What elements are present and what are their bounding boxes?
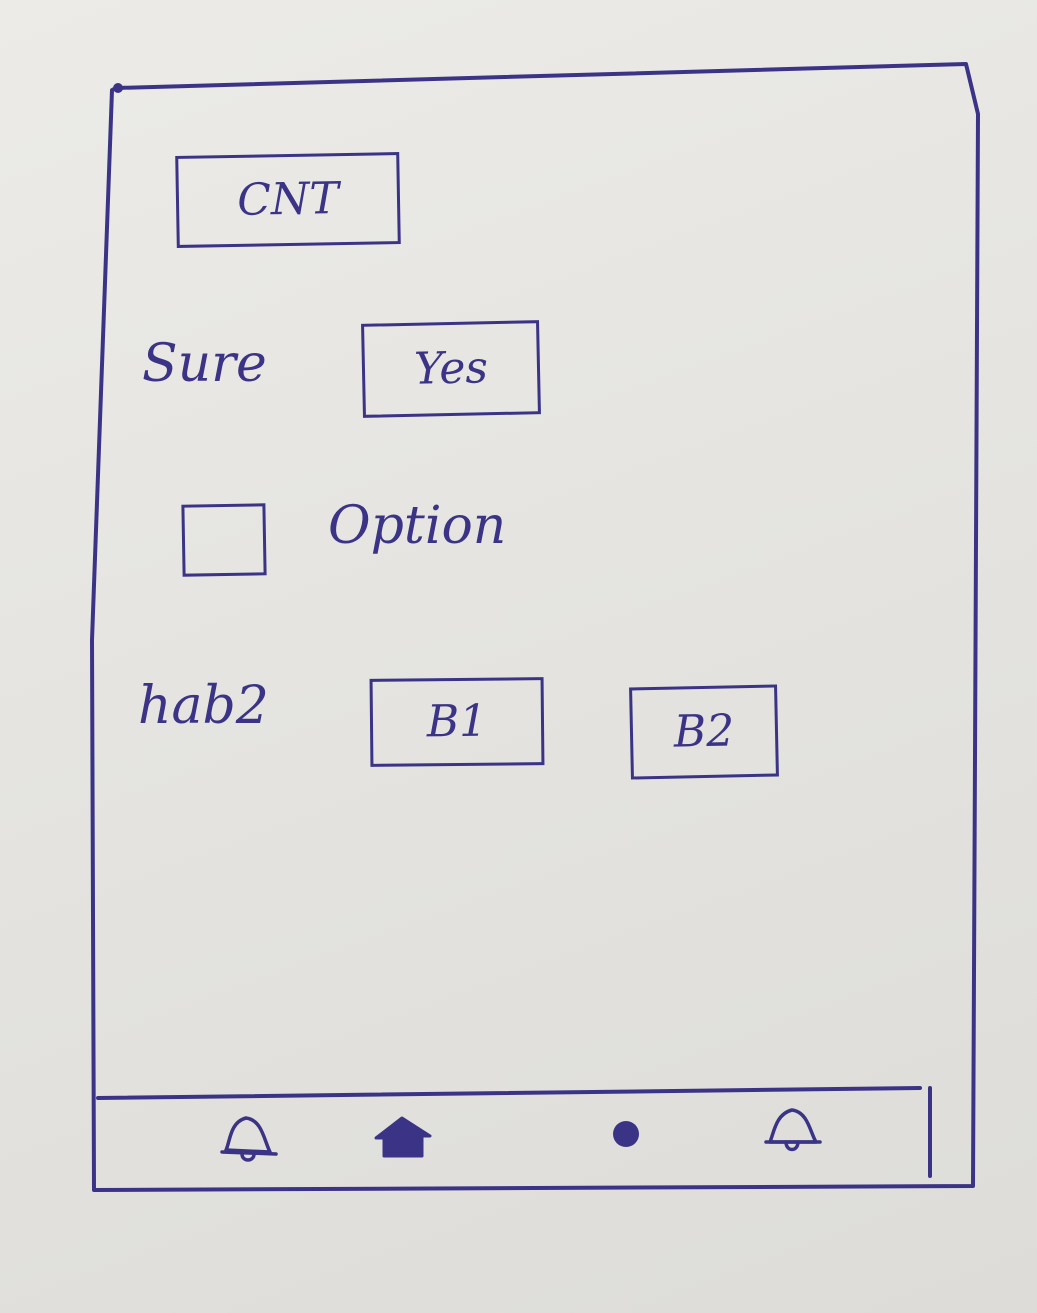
dot-icon[interactable] — [604, 1112, 648, 1156]
yes-button[interactable]: Yes — [361, 320, 541, 418]
b2-button[interactable]: B2 — [629, 684, 779, 780]
bell-icon[interactable] — [216, 1108, 282, 1166]
home-icon[interactable] — [370, 1112, 436, 1162]
hab2-label: hab2 — [138, 676, 269, 736]
bell-icon[interactable] — [760, 1102, 826, 1158]
option-checkbox[interactable] — [181, 503, 267, 577]
sure-label: Sure — [142, 334, 267, 394]
option-label: Option — [328, 496, 507, 556]
b1-button[interactable]: B1 — [369, 677, 545, 767]
cnt-button[interactable]: CNT — [175, 152, 401, 248]
